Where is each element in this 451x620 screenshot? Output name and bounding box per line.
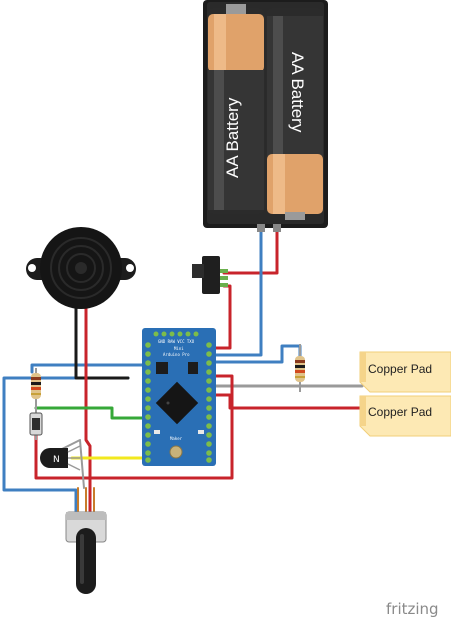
arduino-pro-mini: GND RAW VCC TXO Mini Arduino Pro Maker — [142, 328, 216, 466]
copper-pad-1-label: Copper Pad — [368, 362, 432, 376]
photo-sensor — [29, 404, 43, 440]
blue-wire-board-to-left-resistor — [30, 363, 150, 374]
resistor-left — [31, 368, 41, 408]
red-wire-battery-to-switch — [222, 226, 279, 275]
transistor: N — [40, 445, 81, 471]
resistor-right — [295, 344, 305, 392]
board-pins-right — [206, 342, 212, 463]
potentiometer-knob — [76, 528, 96, 594]
black-wire-buzzer-to-board — [74, 304, 130, 380]
blue-wire-left-loop — [2, 376, 130, 522]
gray-wire-transistor-to-pot — [59, 439, 85, 489]
copper-pad-2-label: Copper Pad — [368, 405, 432, 419]
battery-cell-1: AA Battery — [207, 4, 265, 214]
board-name-line1: Mini — [174, 346, 184, 351]
board-reset-button — [169, 445, 183, 459]
red-wire-buzzer-to-pot — [84, 304, 92, 522]
wires — [2, 226, 364, 522]
red-wire-bottom-loop — [34, 374, 234, 480]
board-pins-top — [153, 331, 199, 337]
svg-text:N: N — [53, 455, 60, 465]
board-regulator — [156, 362, 168, 374]
blue-wire-battery-to-board — [210, 226, 263, 357]
potentiometer — [65, 511, 107, 594]
copper-pad-2: Copper Pad — [359, 395, 451, 437]
board-pins-left — [145, 342, 151, 463]
board-bottom-silk: Maker — [170, 436, 183, 441]
battery-terminal-negative — [257, 224, 265, 232]
battery-cell-1-label: AA Battery — [223, 97, 242, 178]
slide-switch — [192, 256, 228, 294]
board-top-silk: GND RAW VCC TXO — [158, 339, 195, 344]
board-name-line2: Arduino Pro — [163, 352, 190, 357]
board-mcu-chip — [155, 381, 199, 425]
battery-cell-2: AA Battery — [266, 8, 324, 220]
battery-pack: AA Battery AA Battery — [203, 0, 328, 232]
copper-pad-1: Copper Pad — [359, 351, 451, 393]
board-crystal — [188, 362, 198, 374]
green-wire-sensor-to-board — [34, 406, 150, 420]
piezo-buzzer — [26, 227, 136, 309]
battery-cell-2-label: AA Battery — [288, 52, 307, 133]
battery-terminal-positive — [273, 224, 281, 232]
fritzing-logo-text: fritzing — [386, 600, 439, 618]
red-wire-to-copper-pad-2 — [210, 393, 364, 410]
